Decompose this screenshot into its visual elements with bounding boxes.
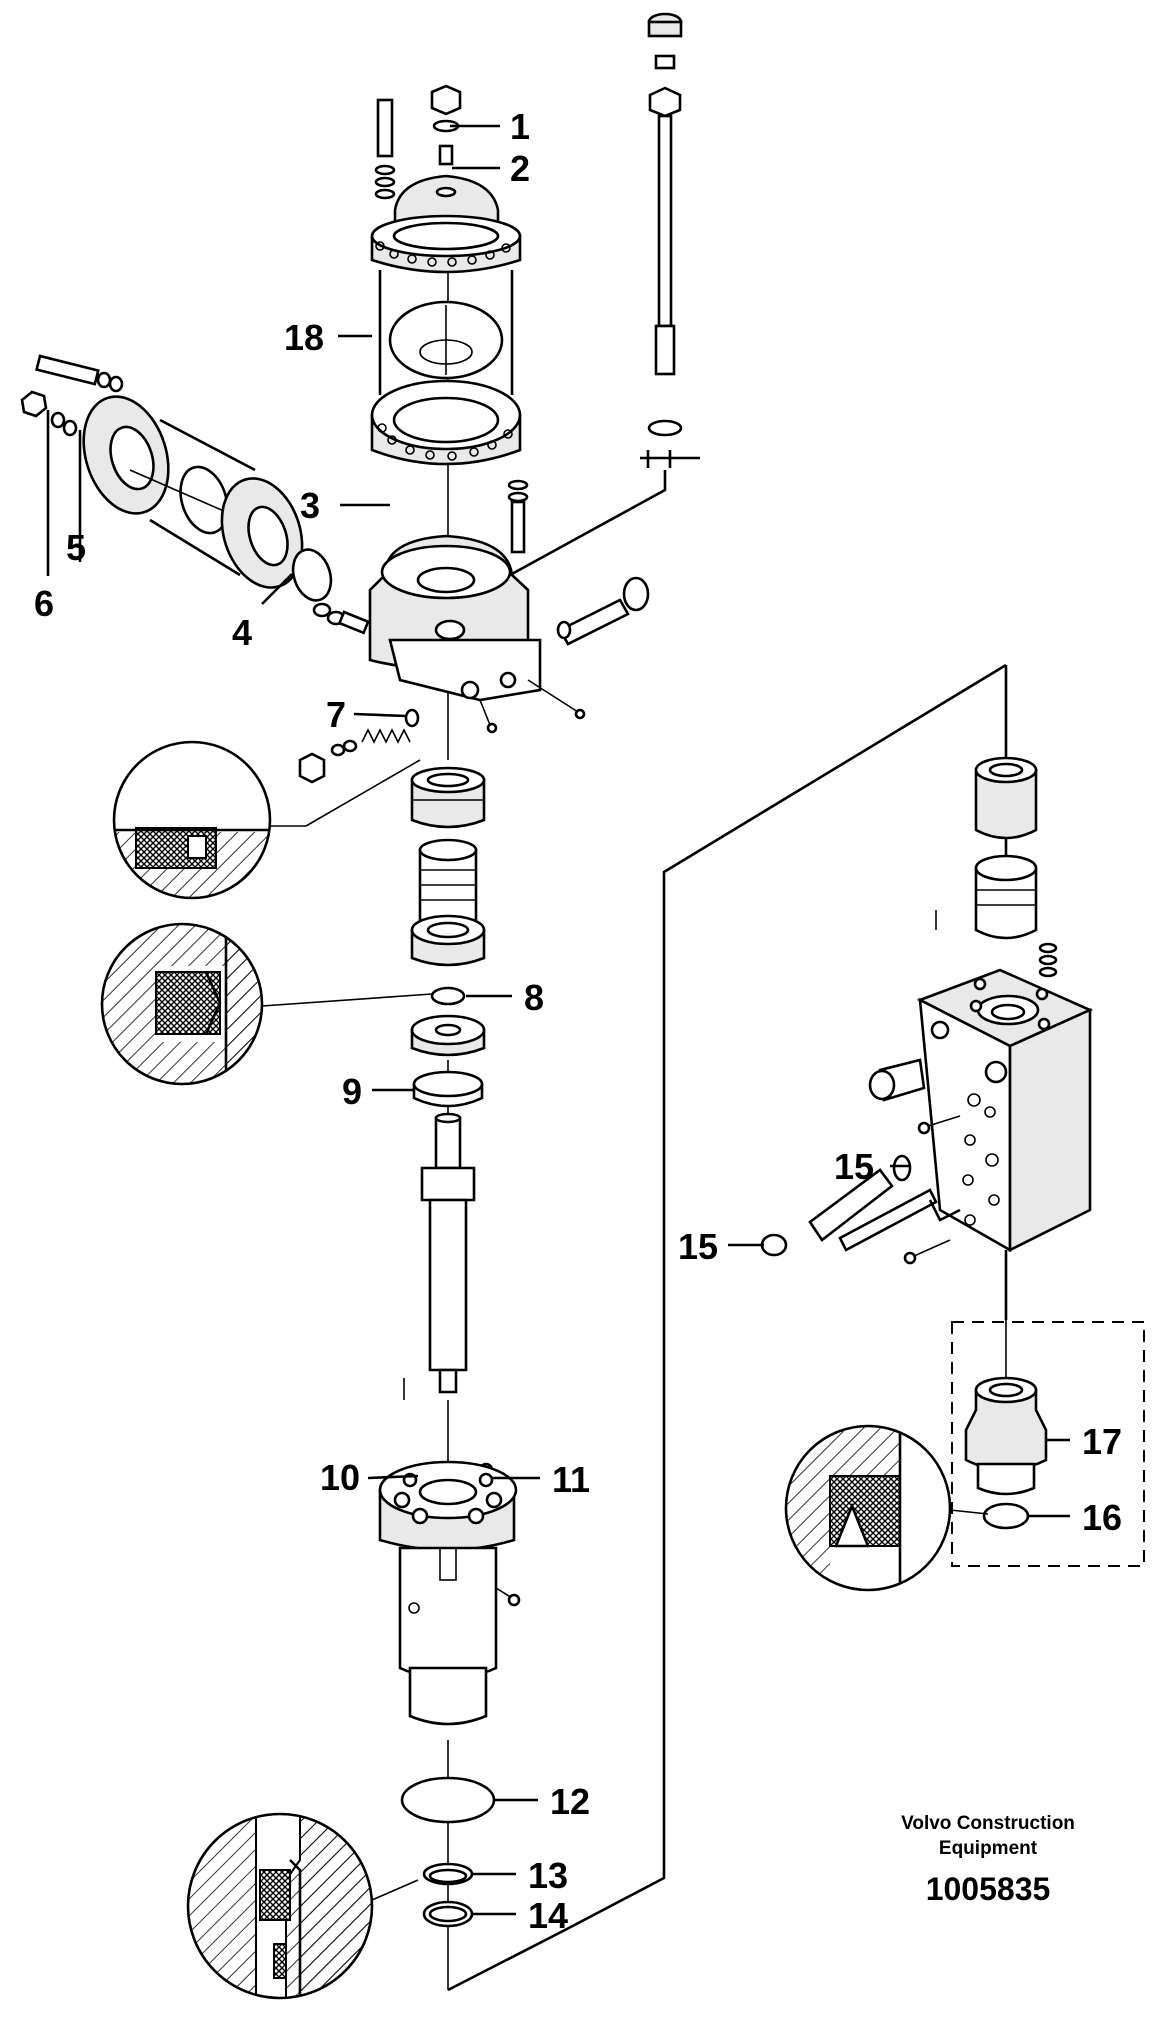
footer-block: Volvo Construction Equipment 1005835 xyxy=(901,1813,1075,1907)
callout-3: 3 xyxy=(300,485,320,526)
detail-circle-1 xyxy=(112,740,421,900)
detail-circle-2 xyxy=(100,922,433,1086)
callout-15b: 15 xyxy=(678,1226,718,1267)
drawing-number: 1005835 xyxy=(926,1871,1051,1907)
callout-17: 17 xyxy=(1082,1421,1122,1462)
brand-line-2: Equipment xyxy=(939,1838,1038,1859)
callout-2: 2 xyxy=(510,148,530,189)
axis-lines xyxy=(447,195,1007,1990)
callout-6: 6 xyxy=(34,583,54,624)
callout-14: 14 xyxy=(528,1895,568,1936)
callout-4: 4 xyxy=(232,612,252,653)
horizontal-cylinder-assembly xyxy=(20,354,370,635)
callout-10: 10 xyxy=(320,1457,360,1498)
leader-lines xyxy=(46,124,1070,1916)
callout-11: 11 xyxy=(552,1459,590,1500)
bottom-rings xyxy=(400,1776,496,1928)
callout-labels: 1 2 3 4 5 6 7 8 9 10 11 12 13 14 15 15 1… xyxy=(34,106,1122,1936)
callout-16: 16 xyxy=(1082,1497,1122,1538)
callout-13: 13 xyxy=(528,1855,568,1896)
callout-9: 9 xyxy=(342,1071,362,1112)
detail-circle-4 xyxy=(186,1812,419,2000)
right-valve-assembly xyxy=(760,665,1145,1567)
callout-18: 18 xyxy=(284,317,324,358)
guide-lines xyxy=(447,663,1008,1992)
tie-rod-assembly xyxy=(509,12,700,577)
detail-circle-3 xyxy=(784,1424,989,1592)
main-valve-block xyxy=(298,534,650,784)
callout-5: 5 xyxy=(66,527,86,568)
brand-line-1: Volvo Construction xyxy=(901,1813,1075,1834)
callout-15a: 15 xyxy=(834,1146,874,1187)
top-cylinder-assembly xyxy=(370,84,529,554)
callout-7: 7 xyxy=(326,694,346,735)
central-stack xyxy=(410,766,486,1394)
callout-8: 8 xyxy=(524,977,544,1018)
callout-12: 12 xyxy=(550,1781,590,1822)
callout-1: 1 xyxy=(510,106,530,147)
lower-housing xyxy=(378,1378,521,1726)
